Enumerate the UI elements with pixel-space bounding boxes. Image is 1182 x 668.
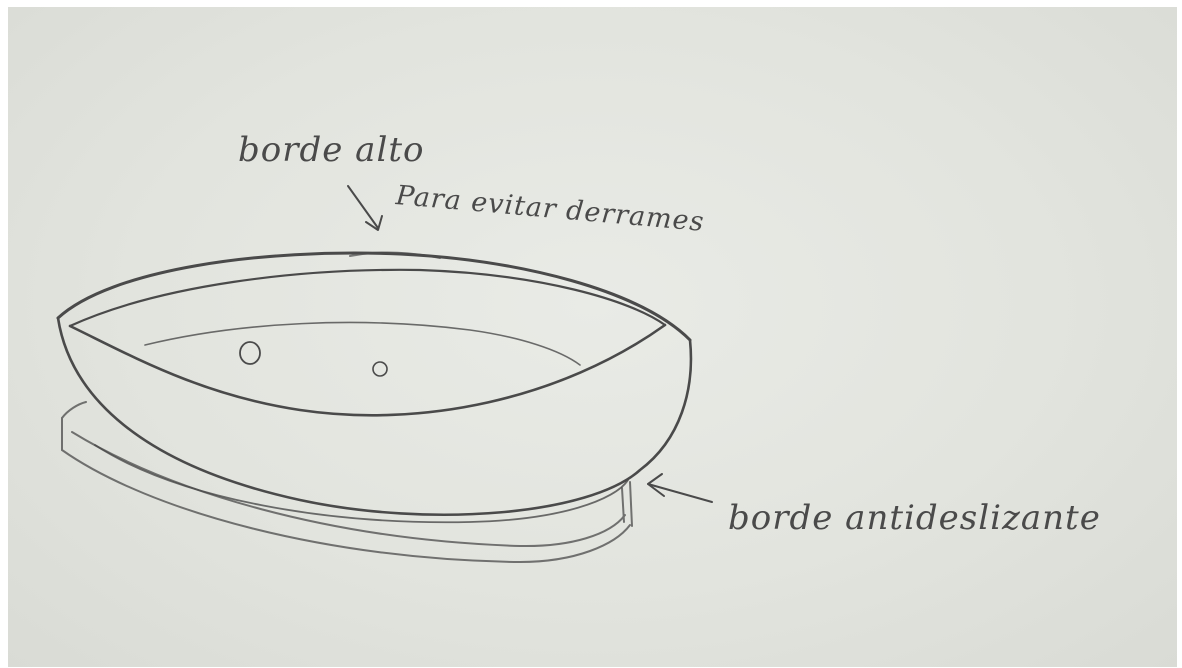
- label-borde-antideslizante: borde antideslizante: [728, 498, 1101, 538]
- bowl-body: [58, 318, 691, 522]
- bowl-rim: [58, 252, 690, 340]
- inner-dot-small: [373, 362, 387, 376]
- arrow-to-rim: [348, 186, 382, 230]
- anti-slip-base: [62, 402, 632, 562]
- arrow-to-base: [648, 474, 712, 502]
- inner-dot-large: [240, 342, 260, 364]
- label-borde-alto: borde alto: [238, 130, 424, 170]
- bowl-inner: [70, 323, 665, 416]
